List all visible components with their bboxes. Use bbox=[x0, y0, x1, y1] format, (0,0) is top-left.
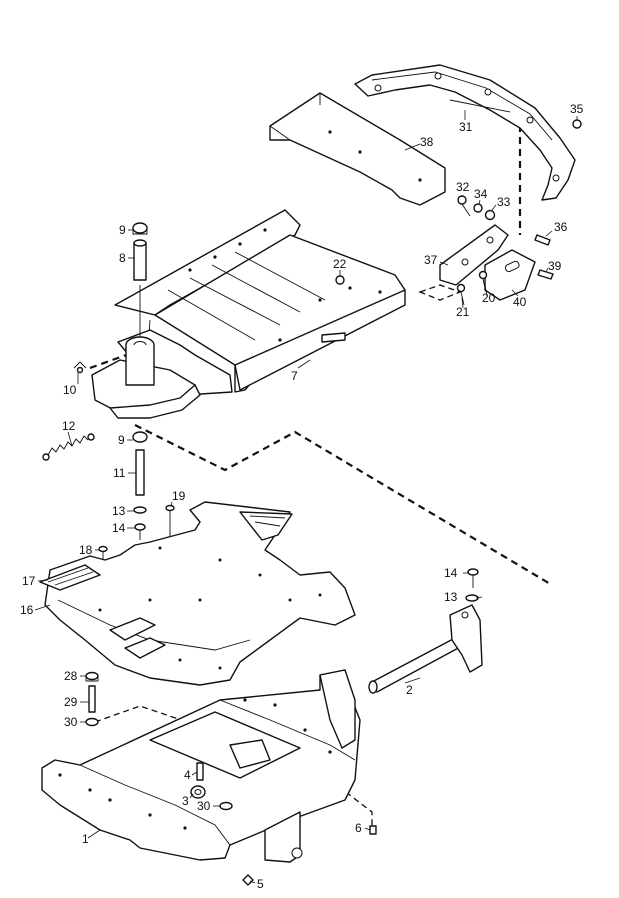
callout-40: 40 bbox=[513, 295, 527, 309]
pivot-post bbox=[125, 285, 155, 386]
part-22-bolt bbox=[335, 275, 345, 285]
callout-8: 8 bbox=[119, 251, 126, 265]
callout-39: 39 bbox=[548, 259, 562, 273]
callout-18: 18 bbox=[79, 543, 93, 557]
part-4-pin bbox=[196, 762, 204, 781]
part-30-upper-nut bbox=[85, 717, 99, 727]
part-29-bolt bbox=[88, 685, 96, 713]
callout-labels: 1 2 3 4 5 6 7 8 9 9 10 11 12 13 13 14 14… bbox=[20, 102, 584, 891]
callout-22: 22 bbox=[333, 257, 347, 271]
callout-14-right: 14 bbox=[444, 566, 458, 580]
callout-9-upper: 9 bbox=[119, 223, 126, 237]
part-28-knob bbox=[85, 671, 99, 682]
part-16-floor-pan bbox=[44, 501, 356, 686]
callout-36: 36 bbox=[554, 220, 568, 234]
callout-12: 12 bbox=[62, 419, 76, 433]
part-31-seat-rail bbox=[354, 64, 576, 201]
callout-30-lower: 30 bbox=[197, 799, 211, 813]
part-9-lower-cap bbox=[132, 431, 148, 443]
callout-16: 16 bbox=[20, 603, 34, 617]
callout-11: 11 bbox=[113, 466, 126, 480]
part-9-upper-cap bbox=[132, 222, 148, 235]
dashed-link-base-right bbox=[329, 779, 373, 826]
callout-10: 10 bbox=[63, 383, 77, 397]
callout-21: 21 bbox=[456, 305, 470, 319]
pivot-plate bbox=[91, 359, 201, 419]
callout-35: 35 bbox=[570, 102, 584, 116]
callout-2: 2 bbox=[406, 683, 413, 697]
callout-14-left: 14 bbox=[112, 521, 126, 535]
callout-37: 37 bbox=[424, 253, 438, 267]
part-14-right-bolt bbox=[467, 568, 479, 588]
callout-38: 38 bbox=[420, 135, 434, 149]
part-7-sub-frame bbox=[114, 209, 406, 396]
part-11-pivot-pin bbox=[135, 449, 145, 496]
callout-9-lower: 9 bbox=[118, 433, 125, 447]
callout-33: 33 bbox=[497, 195, 511, 209]
part-37-bracket bbox=[439, 224, 509, 286]
callout-4: 4 bbox=[184, 768, 191, 782]
part-35-nut bbox=[572, 119, 582, 129]
tread-pad-right bbox=[239, 511, 293, 541]
callout-19: 19 bbox=[172, 489, 186, 503]
part-12-spring bbox=[42, 433, 95, 461]
part-13-upper-washer bbox=[133, 506, 147, 514]
callout-3: 3 bbox=[182, 794, 189, 808]
part-6-bolt bbox=[369, 825, 377, 835]
part-5-nut bbox=[242, 874, 254, 886]
part-39-bolt bbox=[537, 269, 554, 280]
part-40-slotted-plate bbox=[484, 249, 536, 301]
part-14-upper-bolt bbox=[134, 523, 146, 540]
callout-1: 1 bbox=[82, 832, 89, 846]
callout-29: 29 bbox=[64, 695, 78, 709]
part-10-clip bbox=[73, 361, 87, 374]
callout-7: 7 bbox=[291, 369, 298, 383]
callout-32: 32 bbox=[456, 180, 470, 194]
dashed-link-seat-to-axle bbox=[134, 424, 553, 586]
dashed-link-bracket bbox=[418, 284, 462, 301]
callout-13-left: 13 bbox=[112, 504, 126, 518]
leader-lines bbox=[34, 110, 578, 884]
part-8-bushing bbox=[133, 239, 147, 281]
callout-34: 34 bbox=[474, 187, 488, 201]
callout-30-upper: 30 bbox=[64, 715, 78, 729]
callout-20: 20 bbox=[482, 291, 496, 305]
callout-17: 17 bbox=[22, 574, 36, 588]
callout-31: 31 bbox=[459, 120, 473, 134]
part-32-bolt bbox=[457, 195, 471, 217]
part-17-tread-pad bbox=[39, 564, 101, 591]
part-34-washer bbox=[473, 203, 483, 213]
callout-13-right: 13 bbox=[444, 590, 458, 604]
part-30-lower-nut bbox=[219, 801, 233, 811]
part-21-bolt bbox=[456, 283, 466, 306]
callout-5: 5 bbox=[257, 877, 264, 891]
part-2-axle bbox=[368, 604, 483, 694]
part-3-bushing bbox=[190, 785, 206, 799]
callout-6: 6 bbox=[355, 821, 362, 835]
part-33-nut bbox=[484, 209, 496, 221]
part-36-bolt bbox=[534, 234, 551, 246]
callout-28: 28 bbox=[64, 669, 78, 683]
part-38-seat-plate bbox=[269, 92, 446, 206]
